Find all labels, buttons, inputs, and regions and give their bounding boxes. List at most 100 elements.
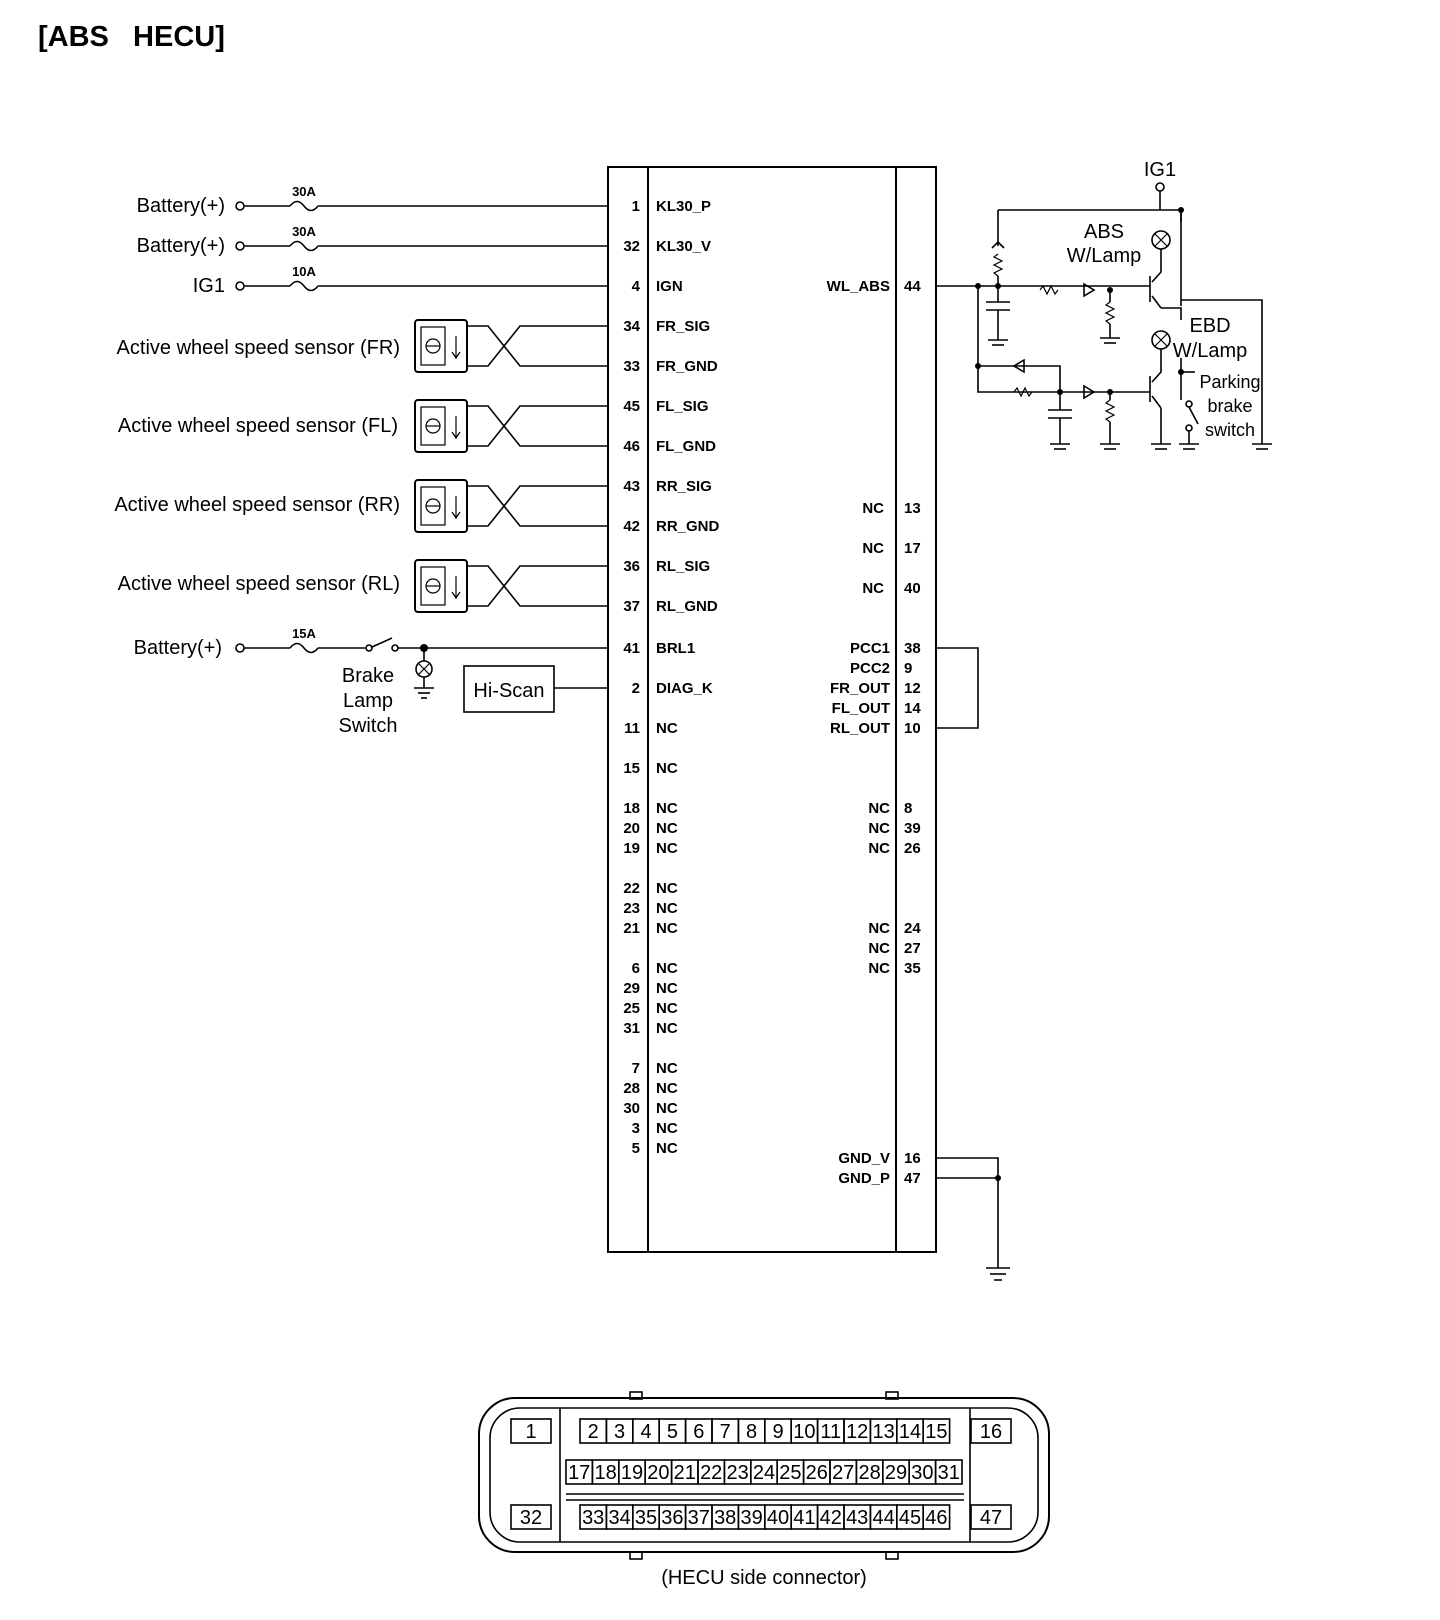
signal-name: NC bbox=[868, 940, 890, 957]
hi-scan-box bbox=[463, 665, 555, 713]
ground-wire bbox=[936, 1157, 999, 1268]
connector-pin-number: 35 bbox=[635, 1507, 657, 1529]
hi-scan-label: Hi-Scan bbox=[473, 680, 544, 702]
signal-name: FL_SIG bbox=[656, 398, 709, 415]
pin-number: 2 bbox=[632, 680, 640, 697]
wheel-speed-sensor-icon bbox=[414, 319, 468, 373]
connector-pin-number: 27 bbox=[832, 1462, 854, 1484]
pin-number: 40 bbox=[904, 580, 921, 597]
connector-pin-number: 6 bbox=[693, 1421, 704, 1443]
signal-name: NC bbox=[656, 1060, 678, 1077]
connector-pin-number: 3 bbox=[614, 1421, 625, 1443]
signal-name: NC bbox=[656, 920, 678, 937]
connector-pin-cell bbox=[510, 1504, 552, 1530]
pin-number: 19 bbox=[623, 840, 640, 857]
pin-number: 4 bbox=[632, 278, 641, 295]
connector-pin-cell bbox=[970, 1504, 1012, 1530]
connector-pin-number: 12 bbox=[846, 1421, 868, 1443]
connector-pin-number: 33 bbox=[582, 1507, 604, 1529]
pin-number: 18 bbox=[623, 800, 640, 817]
input-label: Battery(+) bbox=[134, 637, 222, 659]
connector-pin-cell bbox=[970, 1418, 1012, 1444]
pin-number: 21 bbox=[623, 920, 640, 937]
pin-number: 34 bbox=[623, 318, 640, 335]
abs-lamp-label: ABS bbox=[1084, 221, 1124, 243]
parking-switch-label: Parking bbox=[1199, 372, 1260, 392]
ground-symbol-icon bbox=[986, 1267, 1010, 1281]
pin-number: 11 bbox=[624, 720, 640, 737]
signal-name: NC bbox=[868, 840, 890, 857]
ig1-supply-label: IG1 bbox=[1144, 159, 1176, 181]
connector-pin-number: 22 bbox=[700, 1462, 722, 1484]
pin-number: 33 bbox=[623, 358, 640, 375]
fuse-icon bbox=[289, 240, 319, 252]
connector-outer bbox=[478, 1397, 1050, 1553]
connector-pin-number: 2 bbox=[588, 1421, 599, 1443]
signal-name: PCC1 bbox=[850, 640, 890, 657]
connector-pin-number: 8 bbox=[746, 1421, 757, 1443]
pin-number: 14 bbox=[904, 700, 921, 717]
input-kl30-v: Battery(+) 30A 32 KL30_V bbox=[137, 224, 711, 257]
connector-pin-number: 9 bbox=[772, 1421, 783, 1443]
connector-pin-number: 25 bbox=[779, 1462, 801, 1484]
signal-name: FR_SIG bbox=[656, 318, 710, 335]
connector-pin-number: 5 bbox=[667, 1421, 678, 1443]
signal-name: NC bbox=[868, 960, 890, 977]
resistor-icon bbox=[1039, 284, 1059, 296]
pin-number: 46 bbox=[623, 438, 640, 455]
fuse-rating: 30A bbox=[292, 224, 316, 239]
connector-pin-cell bbox=[934, 1459, 963, 1485]
signal-name: RR_GND bbox=[656, 518, 720, 535]
switch-label-line: Lamp bbox=[343, 690, 393, 712]
input-label: IG1 bbox=[193, 275, 225, 297]
signal-name: NC bbox=[656, 980, 678, 997]
signal-name: NC bbox=[656, 840, 678, 857]
connector-pin-number: 38 bbox=[714, 1507, 736, 1529]
connector-pin-number: 46 bbox=[925, 1507, 947, 1529]
connector-pin-number: 41 bbox=[793, 1507, 815, 1529]
connector-pin-number: 11 bbox=[820, 1421, 841, 1443]
connector-caption: (HECU side connector) bbox=[661, 1567, 867, 1589]
connector-pin-number: 32 bbox=[520, 1507, 542, 1529]
connector-pin-number: 43 bbox=[846, 1507, 868, 1529]
ebd-lamp-label: W/Lamp bbox=[1173, 340, 1247, 362]
parking-brake-switch-icon bbox=[1188, 406, 1199, 425]
abs-lamp-label: W/Lamp bbox=[1067, 245, 1141, 267]
signal-name: NC bbox=[656, 1100, 678, 1117]
resistor-icon bbox=[1013, 386, 1033, 398]
pin-number: 28 bbox=[623, 1080, 640, 1097]
pin-number: 41 bbox=[623, 640, 640, 657]
lamp-circuit: IG1 ABS W/Lamp bbox=[936, 159, 1272, 450]
signal-name: NC bbox=[862, 540, 884, 557]
pin-number: 26 bbox=[904, 840, 921, 857]
signal-name: NC bbox=[656, 900, 678, 917]
resistor-icon bbox=[1104, 399, 1116, 423]
signal-name: NC bbox=[862, 580, 884, 597]
connector-pin-number: 19 bbox=[621, 1462, 643, 1484]
connector-pin-number: 37 bbox=[688, 1507, 710, 1529]
pin-number: 37 bbox=[623, 598, 640, 615]
sensor-rr: Active wheel speed sensor (RR) 43 RR_SIG… bbox=[114, 478, 719, 535]
pin-number: 20 bbox=[623, 820, 640, 837]
pin-number: 27 bbox=[904, 940, 921, 957]
connector-pin-number: 24 bbox=[753, 1462, 775, 1484]
signal-name: DIAG_K bbox=[656, 680, 713, 697]
pin-number: 24 bbox=[904, 920, 921, 937]
signal-name: NC bbox=[656, 760, 678, 777]
pin-number: 47 bbox=[904, 1170, 921, 1187]
connector-pin-number: 45 bbox=[899, 1507, 921, 1529]
signal-name: NC bbox=[656, 800, 678, 817]
fuse-rating: 10A bbox=[292, 264, 316, 279]
wheel-speed-sensor-icon bbox=[414, 559, 468, 613]
fuse-icon bbox=[289, 200, 319, 212]
pin-number: 23 bbox=[623, 900, 640, 917]
diode-icon bbox=[1012, 358, 1025, 374]
wheel-speed-sensor-icon bbox=[414, 399, 468, 453]
signal-name: NC bbox=[656, 1120, 678, 1137]
switch-label-line: Brake bbox=[342, 665, 394, 687]
pin-number: 45 bbox=[623, 398, 640, 415]
pin-number: 7 bbox=[632, 1060, 640, 1077]
pin-number: 29 bbox=[623, 980, 640, 997]
diagnostic-connection: Hi-Scan 2 DIAG_K bbox=[463, 665, 713, 713]
pcc-loop-wire bbox=[936, 647, 979, 729]
